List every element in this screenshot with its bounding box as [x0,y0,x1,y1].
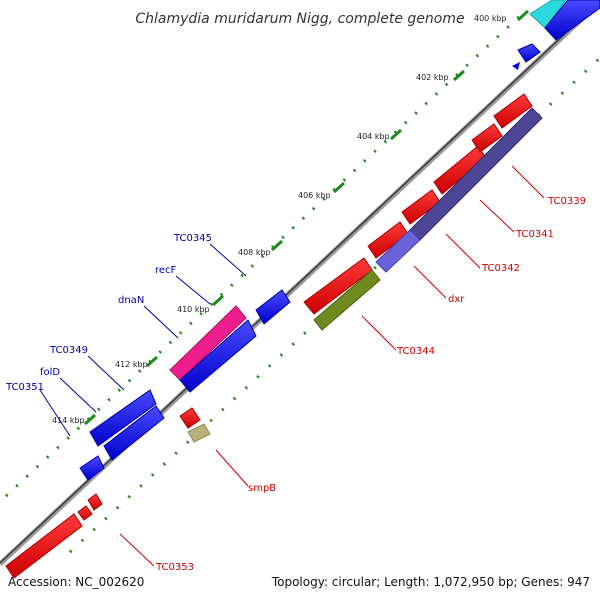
tick-label: 414 kbp [52,416,85,425]
tick-label: 408 kbp [238,248,271,257]
cds-arrow [493,93,533,129]
cds-arrow [255,289,291,325]
leader-line [215,449,249,487]
gene-label: TC0345 [173,233,212,244]
leader-line [175,275,211,305]
tick-label: 410 kbp [177,305,210,314]
cds-arrow [471,123,503,153]
gene-label: TC0353 [155,562,194,573]
leader-line [361,315,397,351]
leader-line [413,265,447,299]
accession-text: Accession: NC_002620 [8,575,144,589]
gene-label: TC0341 [515,229,554,240]
scale-dots-left [4,12,524,498]
right-leaders [119,165,545,567]
cds-arrow [103,405,165,461]
tick-mark [211,294,225,307]
gene-label: recF [155,265,177,276]
genome-summary-text: Topology: circular; Length: 1,072,950 bp… [271,575,590,589]
leader-line [119,533,155,567]
tick-mark [332,181,346,194]
gene-label: dxr [448,294,465,305]
tick-label: 402 kbp [416,73,449,82]
leader-line [143,305,179,339]
lavender-feature [375,229,421,273]
genome-backbone [0,0,600,566]
pink-feature [169,305,247,381]
tick-label: 412 kbp [115,360,148,369]
leader-line [479,199,515,233]
gene-label: dnaN [118,295,144,306]
cds-arrow [89,389,157,447]
gene-labels-right: TC0339 TC0341 TC0342 dxr TC0344 smpB TC0… [155,196,586,573]
tick-label: 406 kbp [298,191,331,200]
gene-label: TC0342 [481,263,520,274]
cds-arrow [87,493,103,511]
leader-line [87,355,125,391]
tick-mark [516,9,530,22]
cds-arrow [179,407,201,429]
map-title: Chlamydia muridarum Nigg, complete genom… [135,11,464,27]
reverse-strand-features [5,93,543,579]
gene-labels-left: TC0345 recF dnaN TC0349 folD TC0351 [5,233,212,393]
gene-label: TC0351 [5,382,44,393]
tick-label: 404 kbp [357,132,390,141]
tick-mark [145,355,159,368]
gene-label: smpB [248,483,276,494]
gene-label: TC0349 [49,345,88,356]
scale-track-left [4,12,524,498]
ticks: 400 kbp 402 kbp 404 kbp 406 kbp 408 kbp … [52,9,530,426]
leader-line [209,243,247,277]
tick-mark [389,128,403,141]
cds-arrow [179,319,257,393]
tick-mark [83,413,97,426]
leader-line [59,377,97,413]
cds-arrow [512,62,520,70]
tick-mark [452,69,466,82]
cyan-feature [529,0,567,29]
left-leaders [39,243,247,437]
tick-label: 400 kbp [474,14,507,23]
forward-strand-features [79,0,600,481]
cds-arrow [544,0,600,41]
cds-arrow [77,505,93,521]
gene-label: TC0344 [396,346,435,357]
khaki-feature [187,423,211,443]
olive-feature [313,269,381,331]
leader-line [39,389,71,437]
gene-label: TC0339 [547,196,586,207]
slate-feature [409,107,543,241]
cds-arrow [79,455,105,481]
tick-mark [270,239,284,252]
cds-arrow [517,43,541,63]
gene-label: folD [40,367,60,378]
cds-arrow [5,513,83,579]
leader-line [511,165,545,199]
leader-line [445,233,481,269]
